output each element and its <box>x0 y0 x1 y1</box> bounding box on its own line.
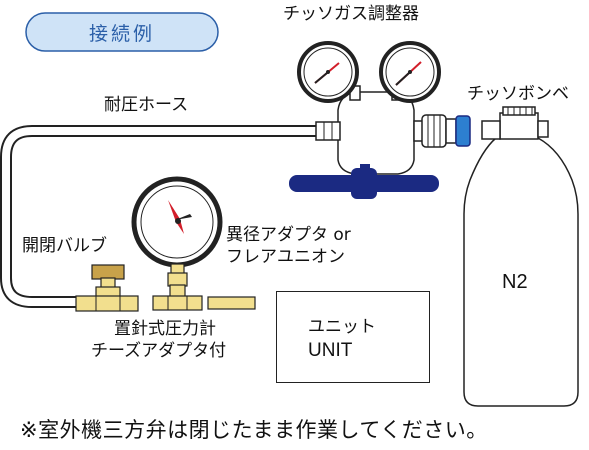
unit-label-jp: ユニット <box>308 317 376 337</box>
footnote: ※室外機三方弁は閉じたまま作業してください。 <box>20 418 488 442</box>
pressure-hose <box>0 125 316 308</box>
hose-label: 耐圧ホース <box>104 95 189 115</box>
gauge-label-line2: チーズアダプタ付 <box>91 341 227 361</box>
title-badge <box>25 12 219 52</box>
adapter-label-line1: 異径アダプタ or <box>226 225 351 245</box>
reducer-adapter <box>207 296 256 310</box>
shutoff-valve <box>75 264 139 312</box>
unit-label-en: UNIT <box>308 340 353 361</box>
adapter-label-line2: フレアユニオン <box>226 247 345 267</box>
nitrogen-cylinder <box>463 106 579 407</box>
cylinder-label: チッソボンベ <box>467 84 569 104</box>
unit-box: ユニット UNIT <box>276 291 430 383</box>
gauge-label-line1: 置針式圧力計 <box>114 319 216 339</box>
nitrogen-regulator <box>289 41 471 199</box>
regulator-gauge-right <box>379 41 441 103</box>
cylinder-gas-label: N2 <box>502 271 528 293</box>
regulator-gauge-left <box>297 41 359 103</box>
title-badge-text: 接続例 <box>88 22 155 45</box>
pressure-gauge <box>131 176 223 311</box>
valve-label: 開閉バルブ <box>22 236 107 256</box>
regulator-label: チッソガス調整器 <box>283 4 419 24</box>
